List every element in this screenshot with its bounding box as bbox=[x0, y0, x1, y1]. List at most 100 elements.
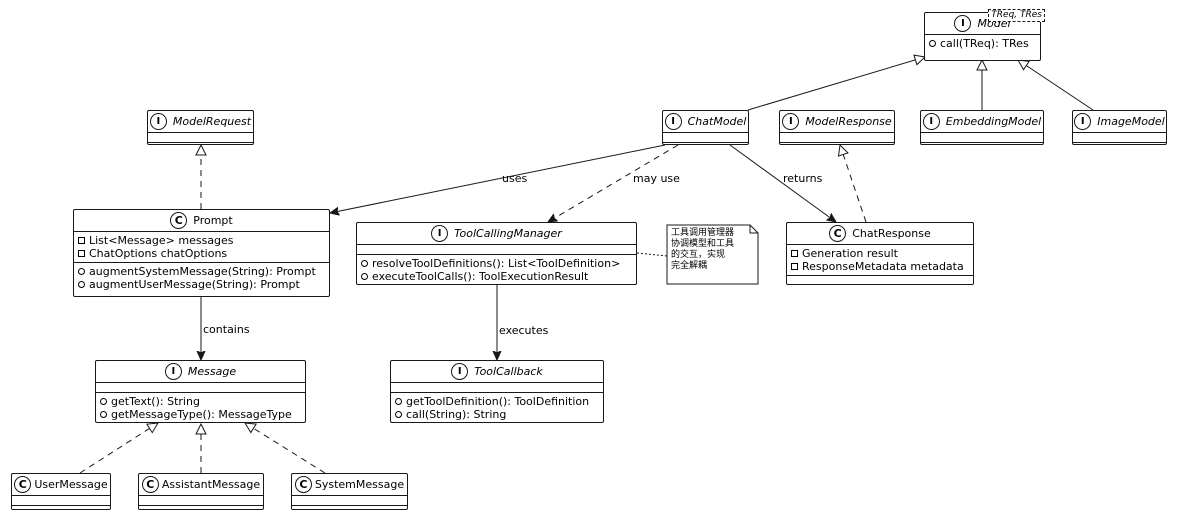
fields-section bbox=[357, 245, 636, 255]
method-text: getMessageType(): MessageType bbox=[111, 408, 292, 421]
class-user-message-header: C UserMessage bbox=[12, 474, 110, 496]
methods-section bbox=[921, 143, 1043, 152]
class-badge: C bbox=[294, 476, 312, 493]
edge-chatmodel-returns-chatresponse bbox=[729, 144, 836, 222]
methods-section: augmentSystemMessage(String): Prompt aug… bbox=[74, 263, 329, 293]
class-chat-response-header: C ChatResponse bbox=[787, 223, 973, 245]
method-text: getText(): String bbox=[111, 395, 200, 408]
fields-section bbox=[921, 133, 1043, 143]
field-text: ResponseMetadata metadata bbox=[802, 260, 964, 273]
edge-chatmodel-extends-model bbox=[747, 57, 925, 111]
method-row: augmentSystemMessage(String): Prompt bbox=[78, 265, 325, 278]
method-text: getToolDefinition(): ToolDefinition bbox=[406, 395, 590, 408]
fields-section bbox=[139, 496, 263, 506]
methods-section bbox=[139, 506, 263, 515]
public-icon bbox=[78, 281, 85, 288]
method-text: augmentSystemMessage(String): Prompt bbox=[89, 265, 316, 278]
method-text: resolveToolDefinitions(): List<ToolDefin… bbox=[372, 257, 621, 270]
methods-section bbox=[292, 506, 407, 515]
note-line: 完全解耦 bbox=[671, 261, 708, 271]
interface-badge: I bbox=[664, 113, 682, 130]
class-system-message: C SystemMessage bbox=[291, 473, 408, 510]
class-name: ImageModel bbox=[1097, 115, 1165, 128]
class-model-response: I ModelResponse bbox=[779, 110, 895, 145]
field-row: Generation result bbox=[791, 247, 969, 260]
field-text: Generation result bbox=[802, 247, 898, 260]
method-text: executeToolCalls(): ToolExecutionResult bbox=[372, 270, 589, 283]
class-name: EmbeddingModel bbox=[945, 115, 1042, 128]
fields-section bbox=[12, 496, 110, 506]
class-tool-calling-manager: I ToolCallingManager resolveToolDefiniti… bbox=[356, 222, 637, 285]
note-connector bbox=[636, 252, 668, 257]
class-name: Message bbox=[187, 365, 237, 378]
public-icon bbox=[361, 273, 368, 280]
class-assistant-message: C AssistantMessage bbox=[138, 473, 264, 510]
private-icon bbox=[791, 263, 798, 270]
edge-label-contains: contains bbox=[203, 323, 250, 336]
fields-section: List<Message> messages ChatOptions chatO… bbox=[74, 232, 329, 263]
field-text: List<Message> messages bbox=[89, 234, 234, 247]
interface-badge: I bbox=[1074, 113, 1092, 130]
public-icon bbox=[100, 398, 107, 405]
type-params: TReq, TRes bbox=[988, 9, 1045, 22]
edge-chatmodel-uses-prompt bbox=[330, 144, 666, 213]
class-name: ModelResponse bbox=[805, 115, 892, 128]
class-chat-model-header: I ChatModel bbox=[663, 111, 748, 133]
method-row: augmentUserMessage(String): Prompt bbox=[78, 278, 325, 291]
class-badge: C bbox=[829, 225, 847, 242]
method-text: call(String): String bbox=[406, 408, 507, 421]
class-assistant-message-header: C AssistantMessage bbox=[139, 474, 263, 496]
class-name: ToolCallback bbox=[474, 365, 543, 378]
class-system-message-header: C SystemMessage bbox=[292, 474, 407, 496]
interface-badge: I bbox=[782, 113, 800, 130]
edge-label-executes: executes bbox=[499, 324, 549, 337]
class-model-header: I Model TReq, TRes bbox=[925, 9, 1045, 35]
class-tool-callback-header: I ToolCallback bbox=[391, 361, 603, 383]
edge-chatresponse-implements-modelresponse bbox=[840, 145, 867, 223]
method-row: call(String): String bbox=[395, 408, 599, 421]
public-icon bbox=[361, 260, 368, 267]
method-row: getText(): String bbox=[100, 395, 301, 408]
methods-section bbox=[787, 276, 973, 285]
class-name: ChatModel bbox=[687, 115, 747, 128]
interface-badge: I bbox=[451, 363, 469, 380]
class-name: ToolCallingManager bbox=[454, 227, 562, 240]
class-prompt-header: C Prompt bbox=[74, 210, 329, 232]
interface-badge: I bbox=[922, 113, 940, 130]
edge-label-returns: returns bbox=[783, 172, 823, 185]
private-icon bbox=[78, 250, 85, 257]
class-chat-model: I ChatModel bbox=[662, 110, 749, 145]
class-model-response-header: I ModelResponse bbox=[780, 111, 894, 133]
class-model-request: I ModelRequest bbox=[147, 110, 254, 145]
note-text: 工具调用管理器 协调模型和工具 的交互，实现 完全解耦 bbox=[671, 228, 753, 272]
edge-chatmodel-mayuse-toolcallingmanager bbox=[548, 144, 679, 222]
class-name: ModelRequest bbox=[172, 115, 252, 128]
class-image-model-header: I ImageModel bbox=[1073, 111, 1166, 133]
class-name: SystemMessage bbox=[314, 478, 405, 491]
class-name: AssistantMessage bbox=[161, 478, 261, 491]
class-message: I Message getText(): String getMessageTy… bbox=[95, 360, 306, 423]
methods-section bbox=[663, 143, 748, 152]
fields-section bbox=[663, 133, 748, 143]
class-name: UserMessage bbox=[34, 478, 108, 491]
class-badge: C bbox=[14, 476, 32, 493]
method-text: augmentUserMessage(String): Prompt bbox=[89, 278, 300, 291]
edge-label-uses: uses bbox=[502, 172, 528, 185]
class-image-model: I ImageModel bbox=[1072, 110, 1167, 145]
fields-section bbox=[1073, 133, 1166, 143]
fields-section bbox=[292, 496, 407, 506]
class-prompt: C Prompt List<Message> messages ChatOpti… bbox=[73, 209, 330, 297]
edge-label-may-use: may use bbox=[633, 172, 680, 185]
methods-section: getToolDefinition(): ToolDefinition call… bbox=[391, 393, 603, 423]
private-icon bbox=[791, 250, 798, 257]
class-name: Prompt bbox=[193, 214, 233, 227]
private-icon bbox=[78, 237, 85, 244]
fields-section bbox=[96, 383, 305, 393]
public-icon bbox=[78, 268, 85, 275]
method-row: call(TReq): TRes bbox=[929, 37, 1036, 50]
field-row: ChatOptions chatOptions bbox=[78, 247, 325, 260]
methods-section bbox=[148, 143, 253, 152]
public-icon bbox=[395, 411, 402, 418]
